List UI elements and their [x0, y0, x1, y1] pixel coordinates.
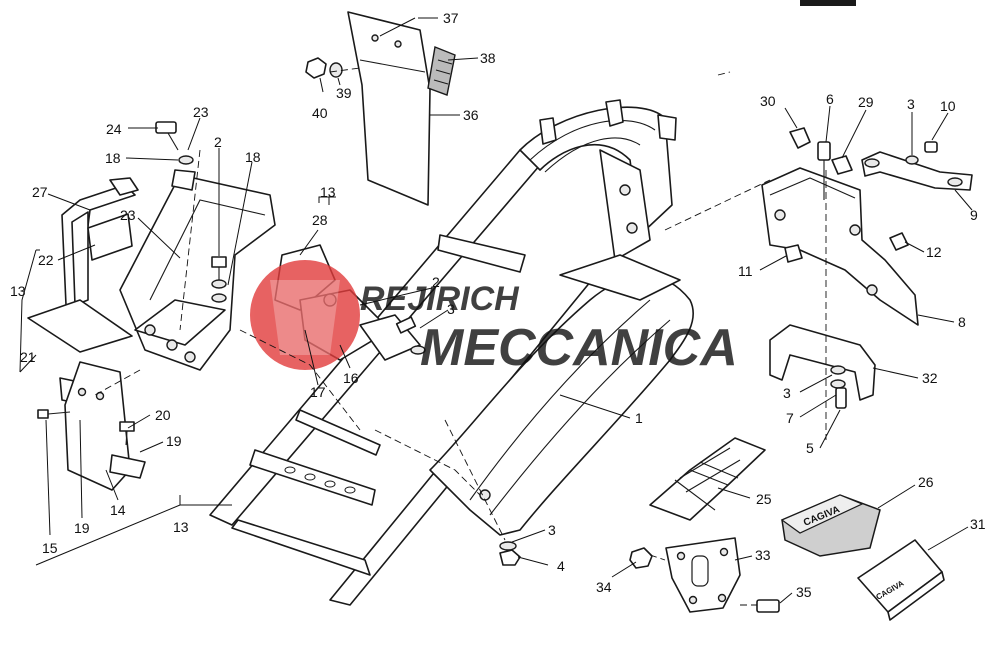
callout-21: 21 — [20, 349, 36, 365]
callout-11: 11 — [738, 263, 753, 279]
callout-24: 24 — [106, 121, 122, 137]
rear-panel — [347, 11, 431, 206]
nut-34 — [629, 547, 653, 569]
callout-16: 16 — [343, 370, 359, 386]
callout-13: 13 — [173, 519, 189, 535]
callout-3: 3 — [548, 522, 556, 538]
callout-18: 18 — [245, 149, 261, 165]
callout-40: 40 — [312, 105, 328, 121]
callout-3: 3 — [783, 385, 791, 401]
callout-19: 19 — [74, 520, 90, 536]
callout-3: 3 — [447, 301, 455, 317]
bolt-35 — [756, 599, 780, 613]
callout-33: 33 — [755, 547, 771, 563]
plate-bracket-9 — [861, 151, 973, 191]
battery-tray — [119, 169, 276, 371]
callout-23: 23 — [193, 104, 209, 120]
screw-24 — [155, 121, 179, 151]
callout-13: 13 — [10, 283, 26, 299]
bottom-plate — [27, 299, 133, 353]
callout-1: 1 — [635, 410, 643, 426]
callout-17: 17 — [310, 384, 326, 400]
callout-29: 29 — [858, 94, 874, 110]
callout-38: 38 — [480, 50, 496, 66]
screw-2 — [211, 256, 227, 303]
callout-36: 36 — [463, 107, 479, 123]
callout-10: 10 — [940, 98, 956, 114]
callout-23: 23 — [120, 207, 136, 223]
callout-7: 7 — [786, 410, 794, 426]
callout-13: 13 — [320, 184, 336, 200]
callout-15: 15 — [42, 540, 58, 556]
callout-34: 34 — [596, 579, 612, 595]
battery-strap — [61, 177, 139, 306]
callout-39: 39 — [336, 85, 352, 101]
callout-37: 37 — [443, 10, 459, 26]
callout-6: 6 — [826, 91, 834, 107]
callout-2: 2 — [214, 134, 222, 150]
callout-22: 22 — [38, 252, 54, 268]
callout-2: 2 — [432, 274, 440, 290]
callout-5: 5 — [806, 440, 814, 456]
callout-12: 12 — [926, 244, 942, 260]
callout-3: 3 — [907, 96, 915, 112]
assembly-axes — [94, 67, 827, 606]
callout-31: 31 — [970, 516, 986, 532]
washer-39 — [329, 62, 343, 78]
callout-25: 25 — [756, 491, 772, 507]
callout-14: 14 — [110, 502, 126, 518]
callout-labels: 37 38 36 40 39 24 23 18 2 18 27 23 22 13… — [10, 10, 986, 600]
rear-mudguard — [429, 254, 695, 536]
plate-33 — [665, 537, 741, 613]
rubber-pad — [87, 213, 133, 261]
watermark-line2: MECCANICA — [420, 319, 738, 377]
callout-19: 19 — [166, 433, 182, 449]
corner-tab — [800, 0, 856, 6]
nut-40 — [305, 57, 327, 79]
callout-27: 27 — [32, 184, 48, 200]
nut-4-washer-3 — [499, 541, 521, 566]
callout-35: 35 — [796, 584, 812, 600]
manual-box-31: CAGIVA — [857, 539, 945, 621]
reflector — [427, 46, 456, 96]
callout-20: 20 — [155, 407, 171, 423]
screw-20 — [119, 421, 135, 446]
callout-8: 8 — [958, 314, 966, 330]
washer-18 — [178, 155, 194, 165]
screw-15 — [37, 409, 71, 419]
callout-4: 4 — [557, 558, 565, 574]
callout-9: 9 — [970, 207, 978, 223]
callout-18: 18 — [105, 150, 121, 166]
luggage-hook-25 — [649, 437, 766, 521]
small-hardware-right — [784, 127, 938, 409]
leader-lines — [19, 17, 973, 604]
u-bracket-32 — [769, 324, 876, 401]
tool-pouch-26: CAGIVA — [780, 494, 881, 557]
callout-30: 30 — [760, 93, 776, 109]
watermark-logo: REJIRICH MECCANICA — [250, 260, 738, 377]
callout-32: 32 — [922, 370, 938, 386]
callout-28: 28 — [312, 212, 328, 228]
callout-26: 26 — [918, 474, 934, 490]
